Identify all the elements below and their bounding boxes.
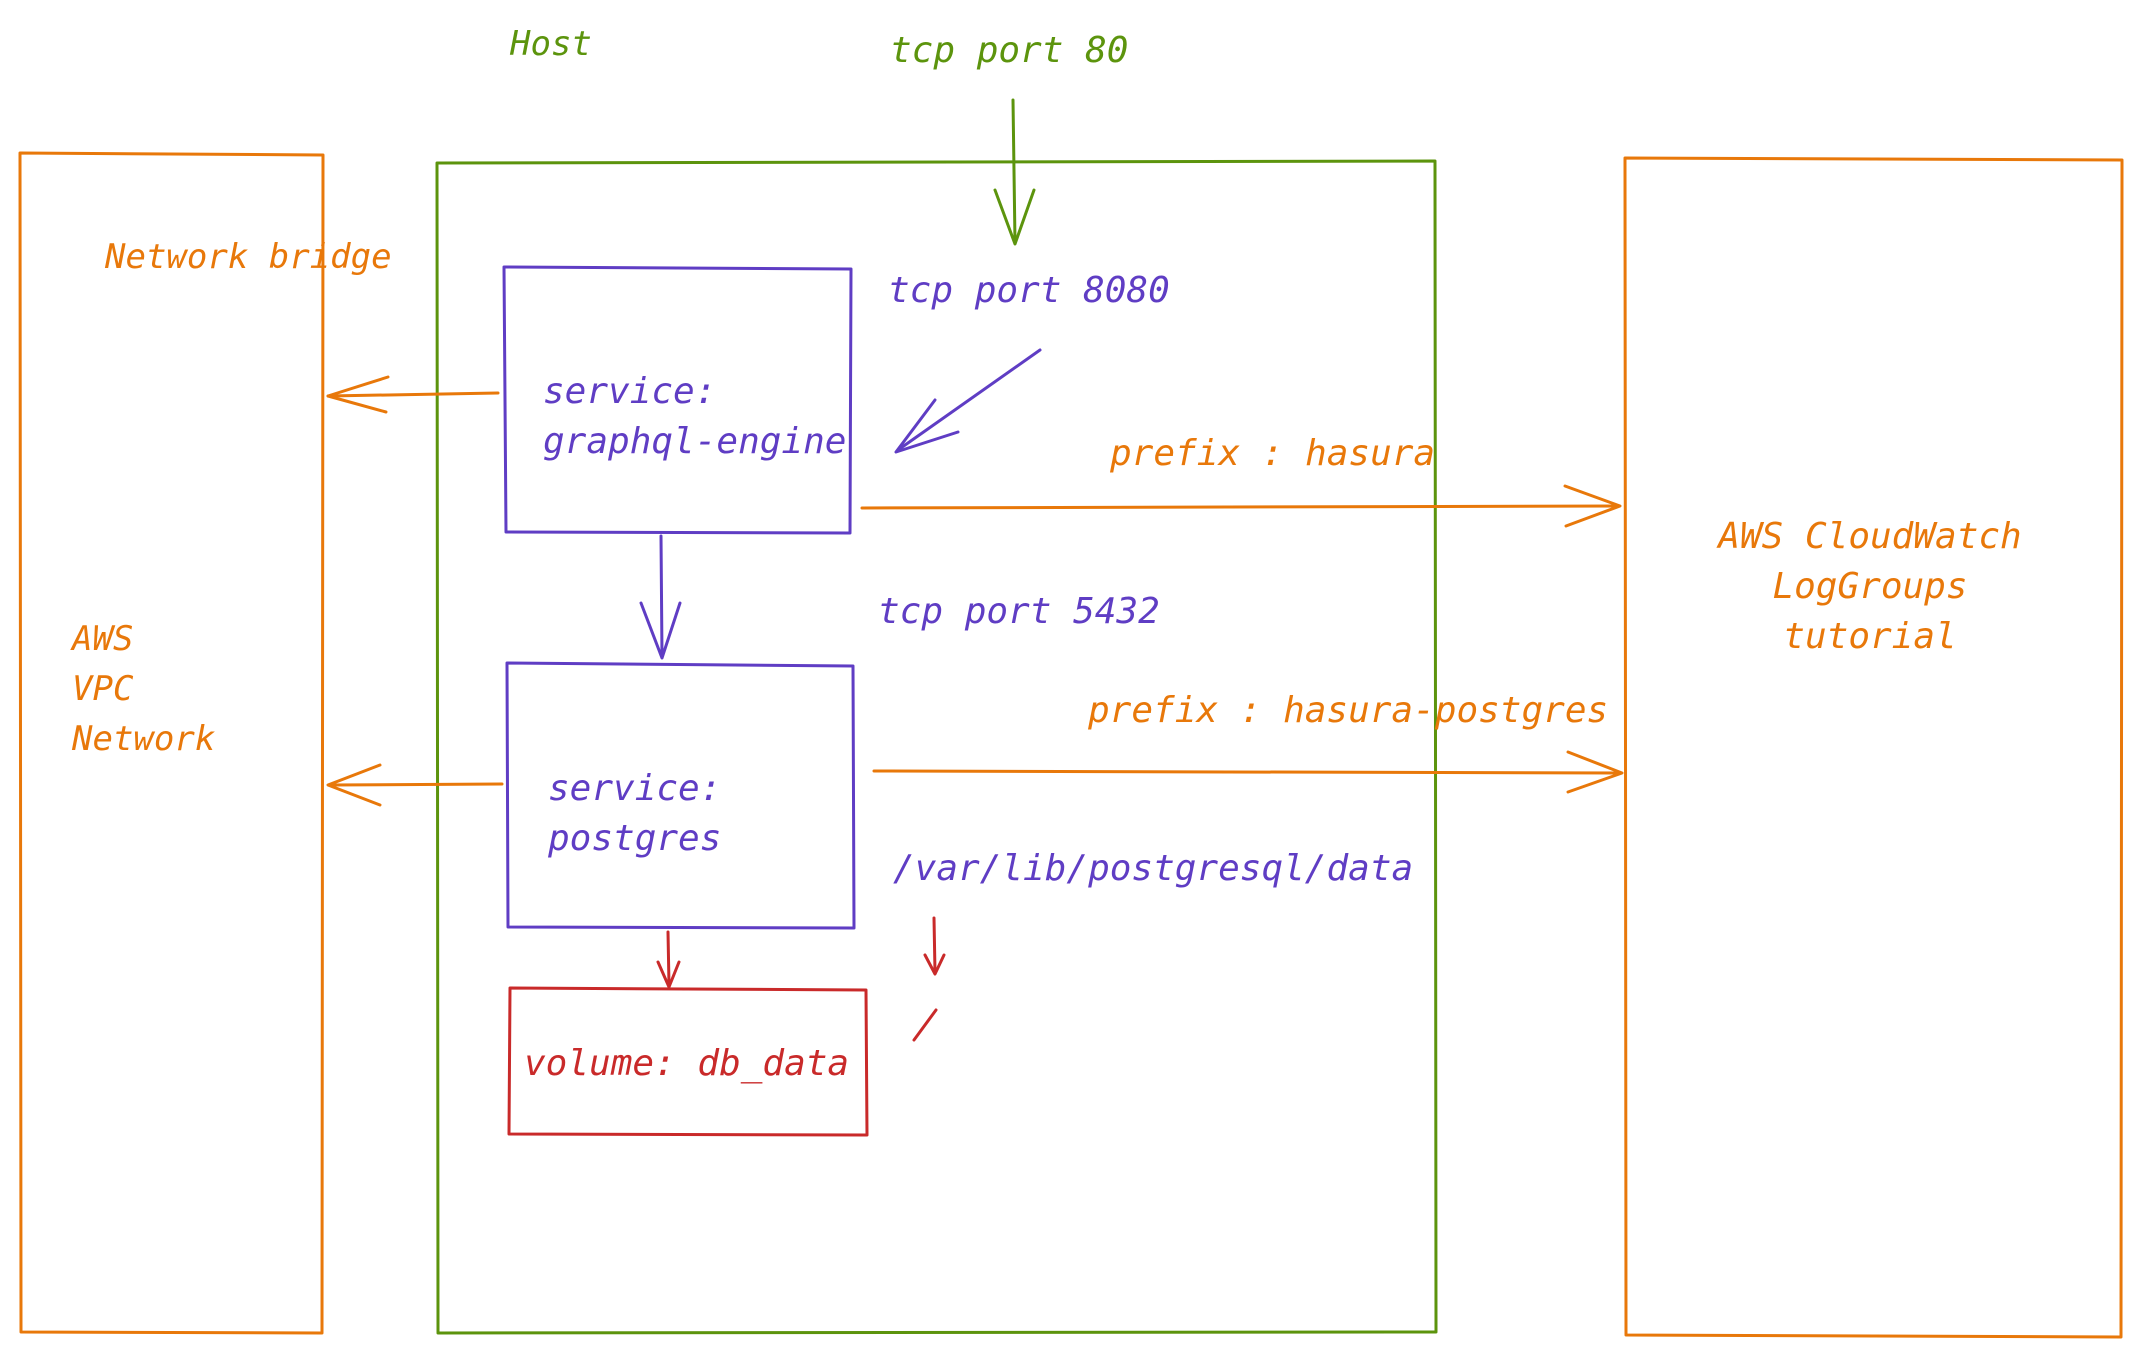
graphql-service-label: service: [543, 371, 716, 412]
graphql-engine-box [502, 265, 853, 535]
prefix-hasura-postgres-label: prefix : hasura-postgres [1087, 690, 1608, 731]
aws-vpc-container [18, 151, 325, 1335]
cloudwatch-container [1623, 156, 2124, 1339]
host-container [435, 159, 1438, 1335]
graphql-to-vpc-arrow [326, 375, 500, 414]
cloudwatch-label-line1: AWS CloudWatch [1716, 516, 2021, 557]
postgres-service-label: service: [548, 768, 721, 809]
port-8080-arrow [894, 348, 1042, 454]
prefix-hasura-label: prefix : hasura [1109, 433, 1435, 474]
cloudwatch-label-line2: LogGroups [1772, 566, 1967, 607]
aws-vpc-label-line1: AWS [70, 619, 133, 659]
postgres-to-vpc-arrow [326, 763, 504, 807]
volume-label: volume: db_data [524, 1043, 849, 1084]
port-80-arrow [993, 98, 1036, 246]
tcp-port-80-label: tcp port 80 [890, 30, 1128, 71]
postgres-to-volume-arrow [656, 930, 681, 989]
data-path-label: /var/lib/postgresql/data [893, 848, 1413, 889]
postgres-name-label: postgres [547, 818, 721, 859]
tcp-port-8080-label: tcp port 8080 [888, 270, 1170, 311]
cloudwatch-label-line3: tutorial [1783, 616, 1956, 657]
postgres-to-cloudwatch-arrow [872, 750, 1624, 794]
postgres-box [505, 661, 856, 930]
data-path-arrow-mark [912, 916, 946, 1042]
aws-vpc-label-line3: Network [71, 719, 215, 759]
graphql-to-cloudwatch-arrow [860, 484, 1622, 528]
volume-box [507, 986, 869, 1137]
tcp-port-5432-label: tcp port 5432 [878, 591, 1160, 632]
host-label: Host [509, 24, 592, 64]
graphql-to-postgres-arrow [639, 534, 682, 660]
graphql-engine-label: graphql-engine [543, 421, 846, 462]
aws-vpc-label-line2: VPC [72, 669, 134, 709]
network-bridge-label: Network bridge [104, 237, 392, 277]
